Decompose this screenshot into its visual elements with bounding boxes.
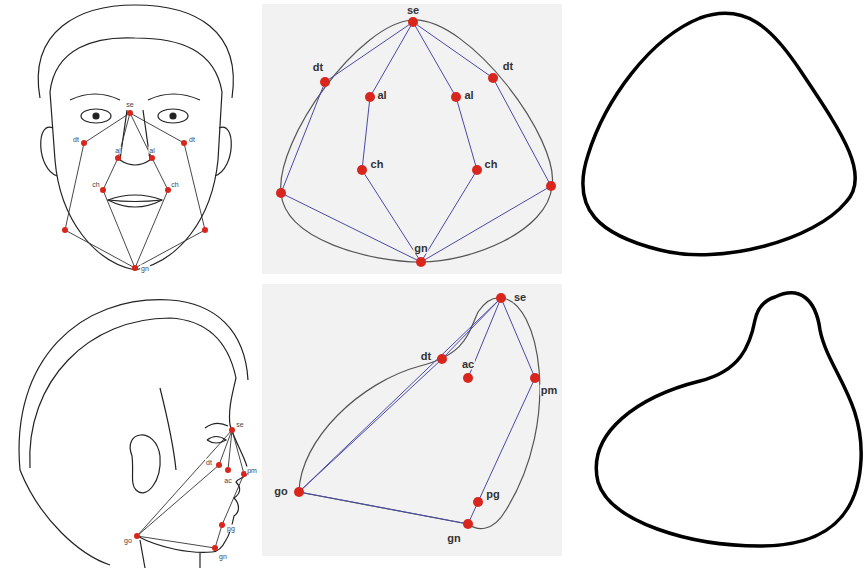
front-landmark-lines [65,113,205,268]
landmark-label: dt [205,459,213,466]
landmark-label: se [513,292,527,303]
landmark-label: dt [188,136,196,143]
landmark-label: pg [485,489,500,500]
landmark-label: gn [218,553,228,560]
landmark-label: se [235,421,244,428]
landmark-label: gn [413,243,428,254]
front-face-sketch [38,5,233,270]
landmark-label: dt [312,62,324,73]
landmark-label: go [273,486,288,497]
landmark-label: gn [140,265,150,272]
landmark-label: dt [420,351,432,362]
front-landmark-lines [281,22,551,262]
panel-ground [262,4,562,274]
landmark-label: al [148,147,155,154]
landmark-label: pg [226,525,236,532]
landmark-label: dt [72,136,80,143]
landmark-label: ch [91,181,100,188]
profile-landmark-lines [137,430,244,548]
landmark-label: pm [246,467,258,474]
profile-shape-outline [596,293,861,546]
landmark-label: ch [170,181,179,188]
landmark-label: al [463,90,474,101]
profile-landmark-lines [299,298,535,524]
landmark-label: al [114,147,121,154]
front-shape-outline [583,13,856,255]
landmark-label: al [376,90,387,101]
front-landmark-dots [62,110,208,271]
landmark-label: pm [540,385,559,396]
landmark-label: se [125,101,134,108]
landmark-label: gn [446,533,461,544]
profile-landmark-dots [134,427,247,551]
landmark-label: ac [461,359,475,370]
profile-contour [299,298,540,529]
front-contour [281,20,553,262]
landmark-label: ac [223,477,232,484]
landmark-label: go [123,537,133,544]
front-landmark-dots [276,17,556,267]
landmark-label: se [406,5,420,16]
profile-face-sketch [19,300,248,568]
landmark-label: ch [370,159,385,170]
profile-landmark-dots [294,293,540,529]
panel-ground [262,284,562,556]
landmark-label: ch [484,159,499,170]
landmark-label: dt [502,61,514,72]
